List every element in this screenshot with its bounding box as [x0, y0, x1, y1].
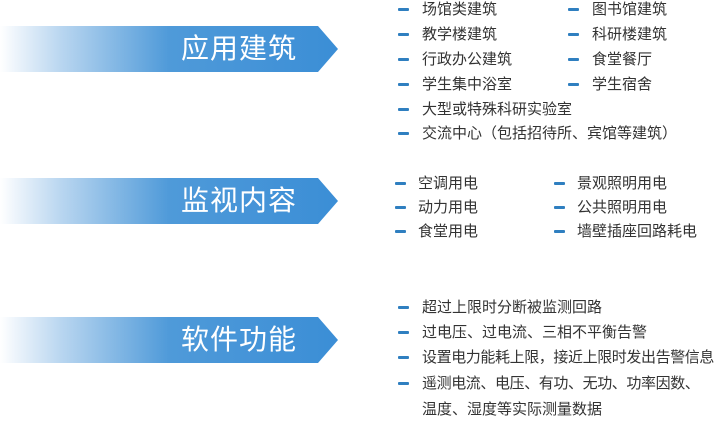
- bullet-dash-icon: [398, 305, 409, 309]
- section-banner-monitoring: 监视内容: [0, 178, 340, 224]
- bullet-dash-icon: [554, 229, 565, 233]
- list-item: 动力用电: [395, 196, 478, 218]
- list-item-label: 设置电力能耗上限，接近上限时发出告警信息: [422, 348, 715, 366]
- list-item: 遥测电流、电压、有功、无功、功率因数、: [398, 372, 700, 394]
- list-item: 行政办公建筑: [398, 48, 512, 70]
- list-item-continuation: 温度、湿度等实际测量数据: [422, 400, 603, 418]
- bullet-dash-icon: [568, 82, 579, 86]
- bullet-dash-icon: [398, 381, 409, 385]
- list-item-label: 过电压、过电流、三相不平衡告警: [422, 323, 648, 341]
- section-title: 软件功能: [181, 323, 298, 356]
- bullet-dash-icon: [568, 32, 579, 36]
- bullet-dash-icon: [395, 205, 406, 209]
- list-item: 学生集中浴室: [398, 73, 512, 95]
- bullet-dash-icon: [398, 330, 409, 334]
- bullet-dash-icon: [398, 131, 409, 135]
- section-banner-software: 软件功能: [0, 317, 340, 363]
- bullet-dash-icon: [398, 32, 409, 36]
- list-item-label: 食堂用电: [418, 222, 479, 240]
- list-item-label: 教学楼建筑: [422, 25, 498, 43]
- bullet-dash-icon: [398, 7, 409, 11]
- list-item-label: 学生集中浴室: [422, 75, 513, 93]
- list-item: 设置电力能耗上限，接近上限时发出告警信息: [398, 346, 714, 368]
- list-item-label: 空调用电: [418, 174, 479, 192]
- bullet-dash-icon: [568, 57, 579, 61]
- list-item: 大型或特殊科研实验室: [398, 98, 572, 120]
- list-item-label: 公共照明用电: [577, 198, 668, 216]
- list-item: 图书馆建筑: [568, 0, 667, 20]
- bullet-dash-icon: [395, 229, 406, 233]
- list-item: 空调用电: [395, 172, 478, 194]
- list-item-label: 科研楼建筑: [592, 25, 668, 43]
- arrow-banner-shape: [0, 178, 338, 224]
- bullet-dash-icon: [554, 181, 565, 185]
- list-item-label: 学生宿舍: [592, 75, 653, 93]
- list-item: 超过上限时分断被监测回路: [398, 296, 602, 318]
- list-item-label: 遥测电流、电压、有功、无功、功率因数、: [422, 374, 700, 392]
- list-item-label: 动力用电: [418, 198, 479, 216]
- list-item: 学生宿舍: [568, 73, 652, 95]
- list-item-label: 墙壁插座回路耗电: [577, 222, 698, 240]
- list-item-label: 交流中心（包括招待所、宾馆等建筑）: [422, 124, 678, 142]
- list-item: 食堂用电: [395, 220, 478, 242]
- list-item-label: 食堂餐厅: [592, 50, 653, 68]
- list-item: 教学楼建筑: [398, 23, 497, 45]
- list-item-label: 行政办公建筑: [422, 50, 513, 68]
- list-item: 场馆类建筑: [398, 0, 497, 20]
- bullet-dash-icon: [398, 82, 409, 86]
- bullet-dash-icon: [568, 7, 579, 11]
- list-item: 科研楼建筑: [568, 23, 667, 45]
- list-item-label: 图书馆建筑: [592, 0, 668, 18]
- list-item: 食堂餐厅: [568, 48, 652, 70]
- list-item-label: 超过上限时分断被监测回路: [422, 298, 603, 316]
- bullet-dash-icon: [554, 205, 565, 209]
- arrow-banner-shape: [0, 26, 338, 72]
- bullet-dash-icon: [398, 57, 409, 61]
- section-title: 应用建筑: [181, 32, 298, 65]
- section-banner-buildings: 应用建筑: [0, 26, 340, 72]
- list-item-label: 景观照明用电: [577, 174, 668, 192]
- arrow-banner-shape: [0, 317, 338, 363]
- list-item: 公共照明用电: [554, 196, 667, 218]
- section-title: 监视内容: [181, 184, 298, 217]
- bullet-dash-icon: [398, 107, 409, 111]
- list-item: 过电压、过电流、三相不平衡告警: [398, 321, 647, 343]
- list-item: 景观照明用电: [554, 172, 667, 194]
- bullet-dash-icon: [398, 355, 409, 359]
- list-item-label: 大型或特殊科研实验室: [422, 100, 573, 118]
- bullet-dash-icon: [395, 181, 406, 185]
- list-item: 墙壁插座回路耗电: [554, 220, 697, 242]
- list-item-label: 场馆类建筑: [422, 0, 498, 18]
- list-item: 交流中心（包括招待所、宾馆等建筑）: [398, 122, 677, 144]
